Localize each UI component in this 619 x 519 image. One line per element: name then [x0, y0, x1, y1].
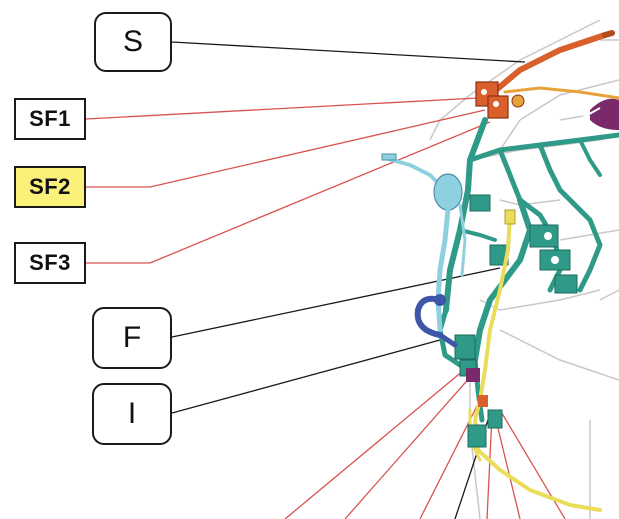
label-s: S	[94, 12, 172, 72]
label-sf2: SF2	[14, 166, 86, 208]
light-blue-stub	[381, 153, 397, 161]
purple-connector	[574, 98, 619, 130]
label-sf1: SF1	[14, 98, 86, 140]
leader-line-s	[171, 41, 526, 63]
leader-line-bottom-7	[499, 409, 566, 519]
main-teal-harness	[437, 117, 619, 423]
orange-harness	[475, 30, 619, 119]
leader-line-f	[171, 267, 501, 338]
vehicle-body-outline	[429, 19, 619, 519]
light-blue-harness	[383, 156, 467, 333]
leader-line-sf1	[85, 97, 479, 120]
lower-connectors	[459, 359, 503, 448]
label-i: I	[92, 383, 172, 445]
leader-line-i	[171, 339, 441, 414]
label-f: F	[92, 307, 172, 369]
leader-line-sf3b	[149, 121, 491, 264]
leader-line-sf2b	[149, 109, 486, 188]
label-sf3: SF3	[14, 242, 86, 284]
leader-line-bottom-1	[284, 364, 471, 519]
blue-loop-harness	[414, 294, 458, 348]
leader-line-bottom-5	[486, 414, 493, 519]
leader-line-bottom-2	[344, 374, 473, 519]
leader-line-bottom-6	[495, 419, 521, 519]
